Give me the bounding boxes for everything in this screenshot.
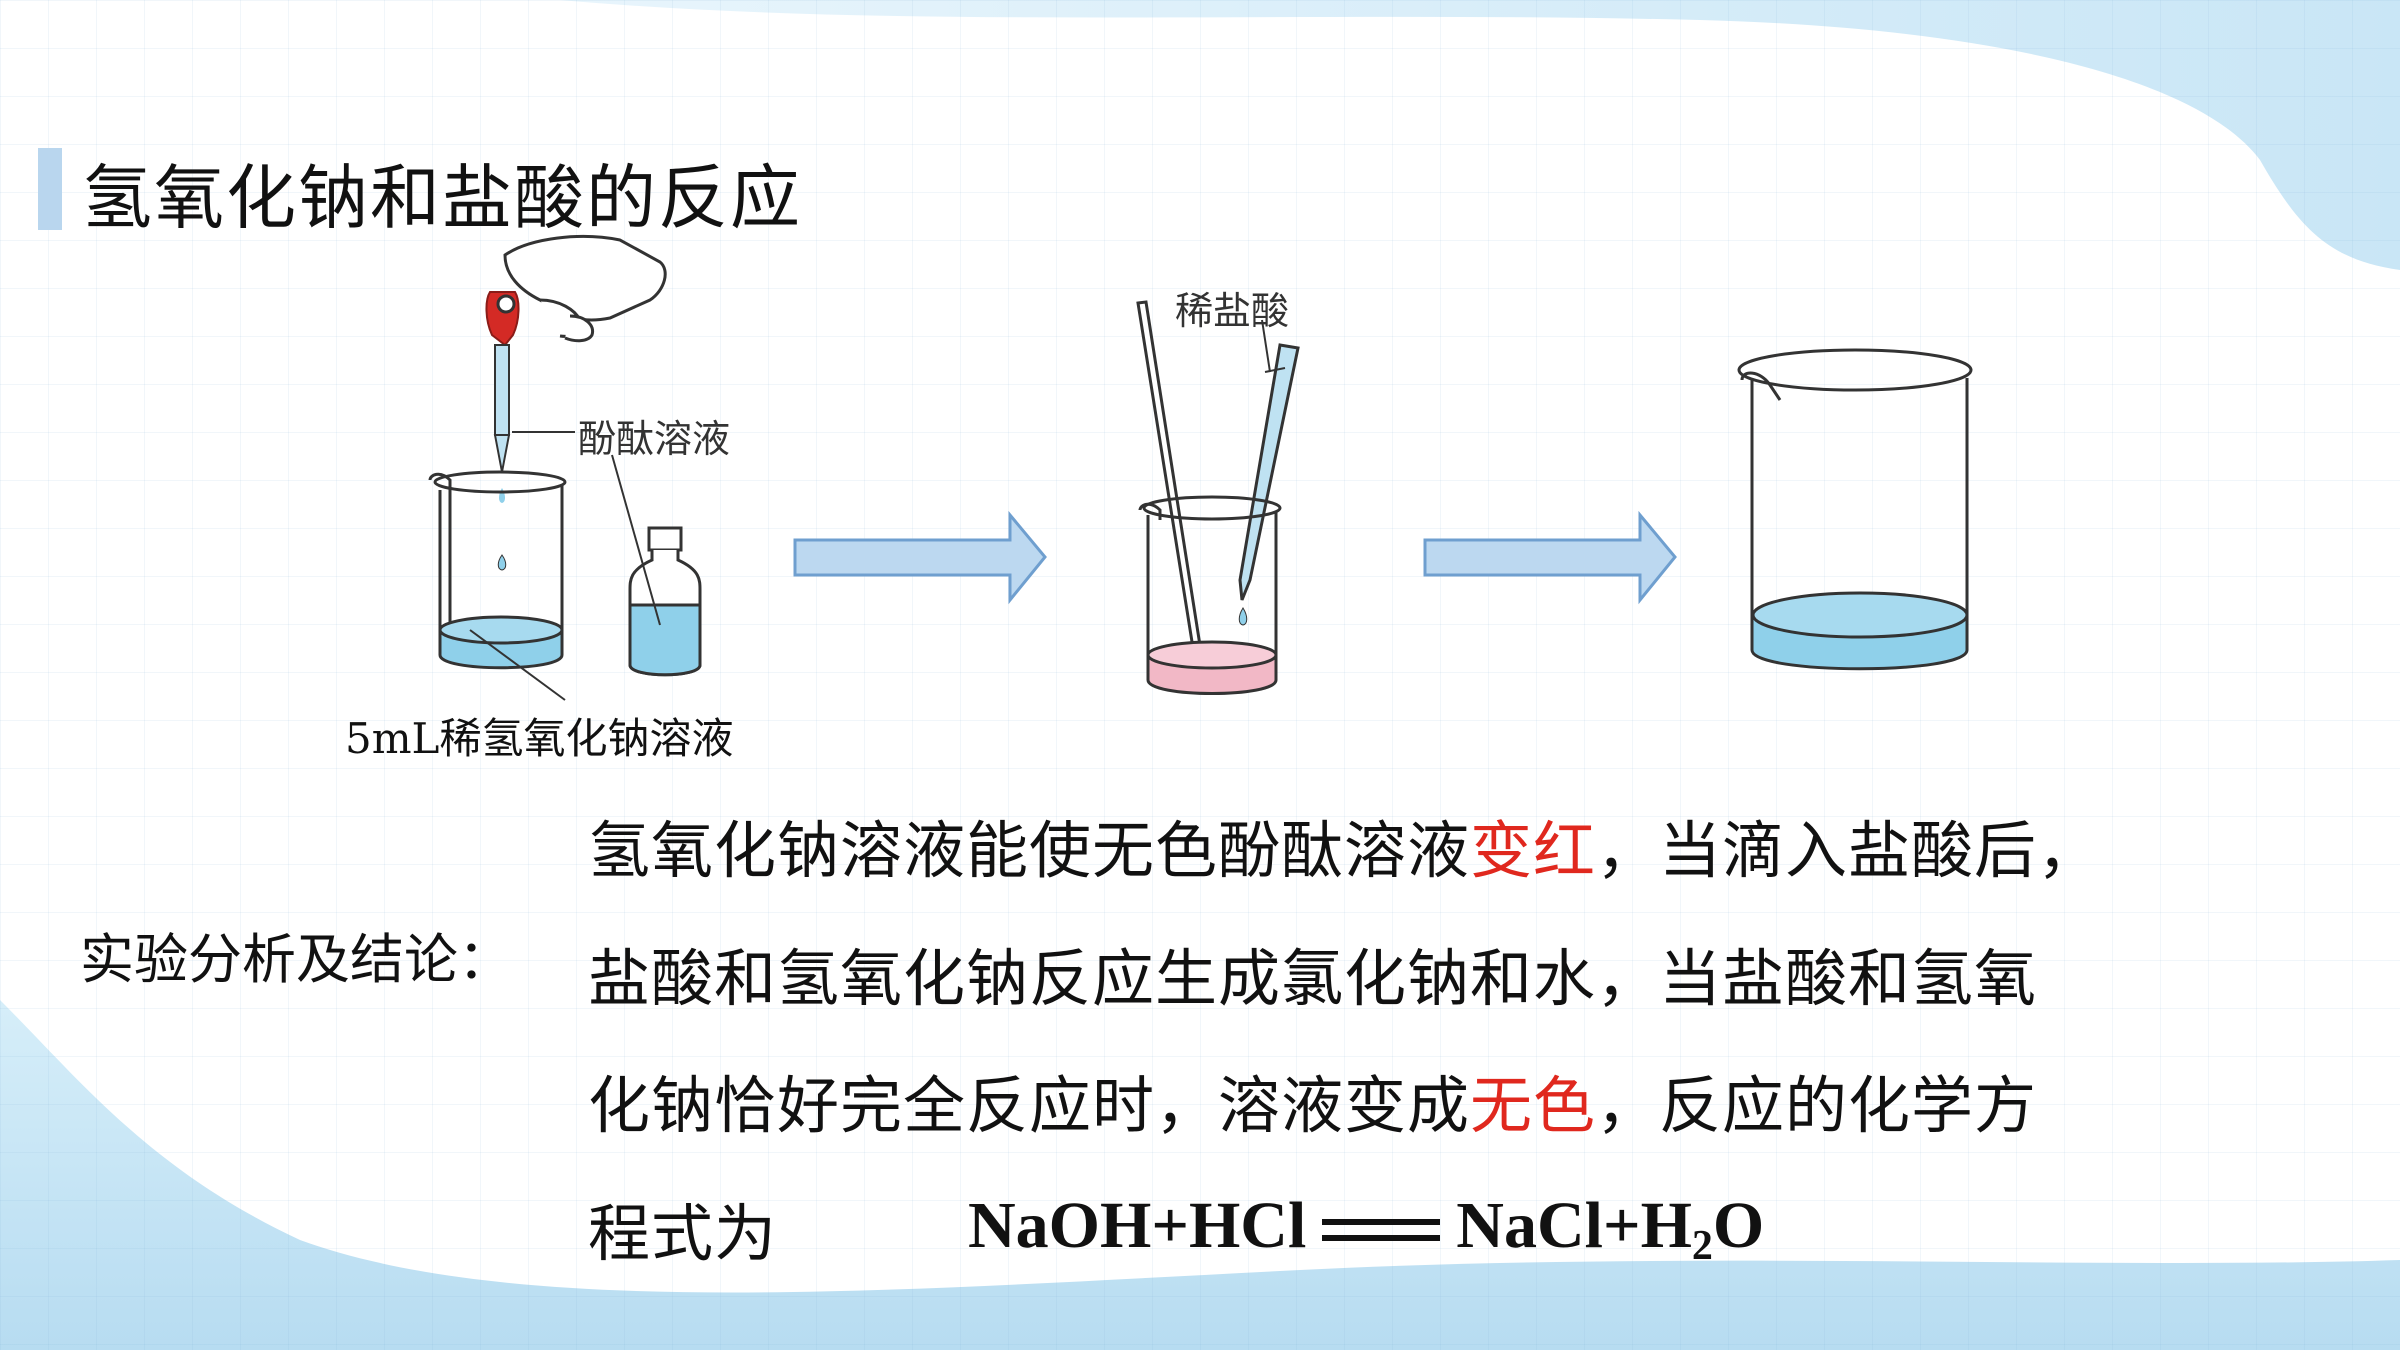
- equation-product-b: O: [1712, 1189, 1765, 1262]
- arrow-right-2: [1423, 510, 1677, 605]
- equation-subscript: 2: [1691, 1223, 1713, 1269]
- highlight-turns-red: 变红: [1470, 814, 1597, 887]
- label-dilute-hcl: 稀盐酸: [1175, 289, 1290, 333]
- line1-text-a: 氢氧化钠溶液能使无色酚酞溶液: [588, 814, 1471, 887]
- equation-reactants: NaOH+HCl: [968, 1189, 1307, 1262]
- line1-text-b: ，当滴入盐酸后，: [1596, 814, 2101, 887]
- conclusion-label: 实验分析及结论：: [80, 928, 512, 991]
- highlight-colorless: 无色: [1470, 1069, 1597, 1142]
- title-accent-bar: [38, 148, 62, 230]
- chemical-equation: NaOH+HCl NaCl+H2O: [968, 1188, 1764, 1270]
- arrow-right-1: [793, 510, 1047, 605]
- beaker-naoh: [428, 470, 567, 670]
- label-leaders: [469, 431, 661, 701]
- burette-acid: [1238, 319, 1300, 626]
- equals-sign: [1322, 1217, 1441, 1247]
- bottle-indicator: [628, 526, 702, 677]
- top-right-wave: [560, 0, 2400, 270]
- dropper-icon: [485, 291, 520, 571]
- label-naoh-solution: 5mL稀氢氧化钠溶液: [345, 714, 734, 763]
- conclusion-line-3: 化钠恰好完全反应时，溶液变成无色，反应的化学方: [588, 1055, 2037, 1145]
- label-indicator: 酚酞溶液: [578, 417, 731, 461]
- beaker-pink: [1138, 495, 1282, 695]
- bottom-left-wave: [0, 1000, 2400, 1350]
- slide-title: 氢氧化钠和盐酸的反应: [82, 157, 802, 239]
- conclusion-line-1: 氢氧化钠溶液能使无色酚酞溶液变红，当滴入盐酸后，: [588, 800, 2100, 890]
- line3-text-b: ，反应的化学方: [1596, 1069, 2038, 1142]
- conclusion-line-4: 程式为: [588, 1197, 778, 1270]
- line3-text-a: 化钠恰好完全反应时，溶液变成: [588, 1069, 1471, 1142]
- beaker-final: [1737, 348, 1973, 671]
- conclusion-line-2: 盐酸和氢氧化钠反应生成氯化钠和水，当盐酸和氢氧: [588, 942, 2038, 1015]
- hand-icon: [503, 235, 667, 343]
- equation-product-a: NaCl+H: [1456, 1189, 1692, 1262]
